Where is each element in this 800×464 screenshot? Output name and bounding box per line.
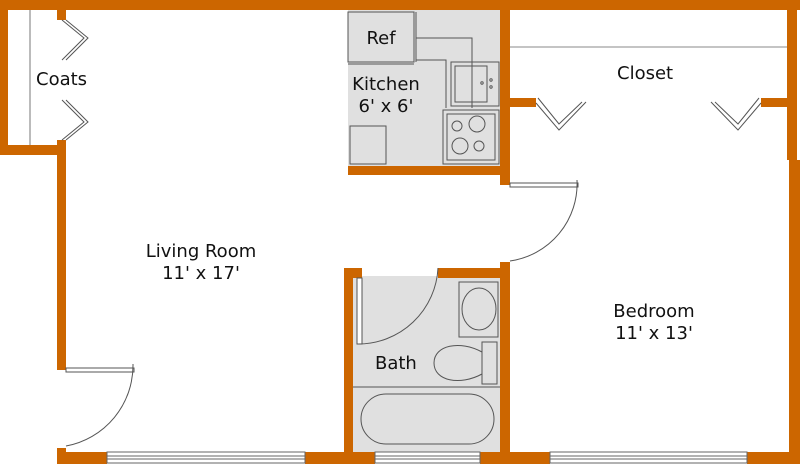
bedroom-window (549, 451, 748, 464)
bath-window (374, 451, 481, 464)
bedroom-name: Bedroom (613, 301, 695, 322)
stove (442, 109, 500, 165)
bath-door[interactable] (356, 267, 439, 345)
bathtub (360, 393, 495, 445)
bath-label: Bath (375, 353, 417, 374)
bedroom-door[interactable] (509, 179, 579, 262)
toilet-tank (481, 341, 498, 385)
kitchen-name: Kitchen (352, 74, 420, 95)
kitchen-fixtures (347, 11, 500, 165)
kitchen-dimensions: 6' x 6' (358, 96, 414, 117)
entry-door[interactable] (65, 363, 135, 447)
refrigerator (347, 11, 415, 63)
kitchen-label: Kitchen 6' x 6' (348, 74, 424, 118)
closet-bifold-door[interactable] (535, 97, 762, 131)
bath-fixtures (353, 281, 500, 445)
toilet-bowl (433, 345, 483, 381)
kitchen-sink (450, 61, 500, 107)
bedroom-dimensions: 11' x 13' (615, 323, 693, 344)
living-room-name: Living Room (145, 241, 257, 262)
closet-label: Closet (617, 63, 674, 84)
living-room-label: Living Room 11' x 17' (131, 241, 271, 285)
living-room-window (106, 451, 306, 464)
windows (106, 451, 748, 464)
bath-sink (458, 281, 499, 338)
refrigerator-label: Ref (366, 28, 396, 49)
living-room-dimensions: 11' x 17' (162, 263, 240, 284)
bedroom-label: Bedroom 11' x 13' (594, 301, 714, 345)
coats-label: Coats (36, 69, 88, 90)
kitchen-cabinet (349, 125, 387, 165)
coats-bifold-door[interactable] (61, 19, 89, 141)
